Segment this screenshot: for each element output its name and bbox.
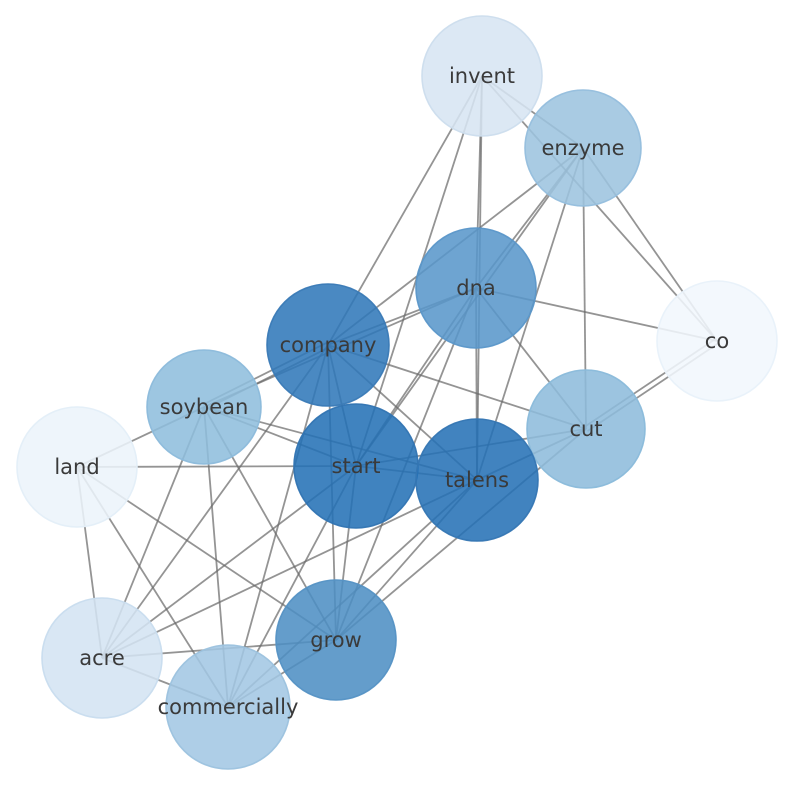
edge-talens-acre [101, 479, 478, 659]
node-dna [415, 227, 537, 349]
node-acre [41, 597, 163, 719]
edge-company-acre [101, 344, 329, 659]
nodes-layer [16, 15, 778, 770]
node-enzyme [524, 89, 642, 207]
node-cut [526, 369, 646, 489]
node-talens [415, 418, 539, 542]
node-grow [275, 579, 397, 701]
node-land [16, 406, 138, 528]
node-company [266, 283, 390, 407]
node-soybean [146, 349, 262, 465]
node-commercially [165, 644, 291, 770]
node-co [656, 280, 778, 402]
node-invent [421, 15, 543, 137]
node-start [293, 403, 419, 529]
